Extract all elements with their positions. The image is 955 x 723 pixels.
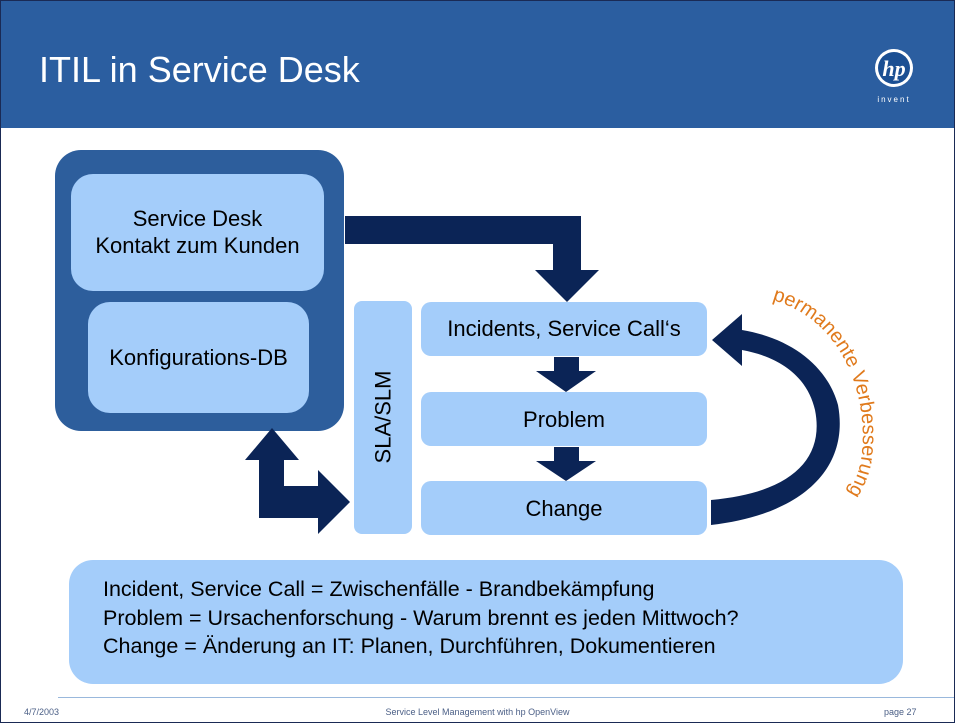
footer-date: 4/7/2003 bbox=[24, 707, 60, 717]
incidents-label: Incidents, Service Call‘s bbox=[447, 316, 681, 341]
change-label: Change bbox=[525, 496, 603, 521]
change-box: Change bbox=[421, 481, 707, 535]
footer-divider bbox=[58, 697, 954, 698]
config-db-box: Konfigurations-DB bbox=[88, 302, 309, 413]
incidents-box: Incidents, Service Call‘s bbox=[421, 302, 707, 356]
svg-text:hp: hp bbox=[882, 56, 905, 81]
problem-to-change-arrow bbox=[536, 447, 596, 481]
config-db-label: Konfigurations-DB bbox=[109, 345, 288, 370]
definition-problem: Problem = Ursachenforschung - Warum bren… bbox=[103, 605, 739, 630]
sla-slm-box: SLA/SLM bbox=[354, 301, 412, 534]
hp-logo-icon: hp invent bbox=[857, 46, 931, 110]
slide-title: ITIL in Service Desk bbox=[39, 49, 360, 90]
incidents-to-problem-arrow bbox=[536, 357, 596, 392]
service-desk-label: Service Desk bbox=[132, 206, 263, 231]
footer-page: page 27 bbox=[884, 707, 917, 717]
footer-title: Service Level Management with hp OpenVie… bbox=[385, 707, 570, 717]
definition-change: Change = Änderung an IT: Planen, Durchfü… bbox=[103, 634, 716, 658]
customer-contact-label: Kontakt zum Kunden bbox=[95, 233, 300, 258]
improvement-cycle-arrow bbox=[711, 314, 840, 525]
definitions-note: Incident, Service Call = Zwischenfälle -… bbox=[69, 560, 903, 684]
problem-box: Problem bbox=[421, 392, 707, 446]
service-desk-box: Service Desk Kontakt zum Kunden bbox=[71, 174, 324, 291]
problem-label: Problem bbox=[523, 407, 605, 432]
slide-header: ITIL in Service Desk hp invent bbox=[1, 1, 954, 128]
hp-logo-tagline: invent bbox=[877, 95, 910, 104]
config-db-to-sla-arrow bbox=[245, 428, 350, 534]
service-desk-to-incidents-arrow bbox=[345, 216, 599, 302]
definition-incident: Incident, Service Call = Zwischenfälle -… bbox=[103, 577, 655, 601]
